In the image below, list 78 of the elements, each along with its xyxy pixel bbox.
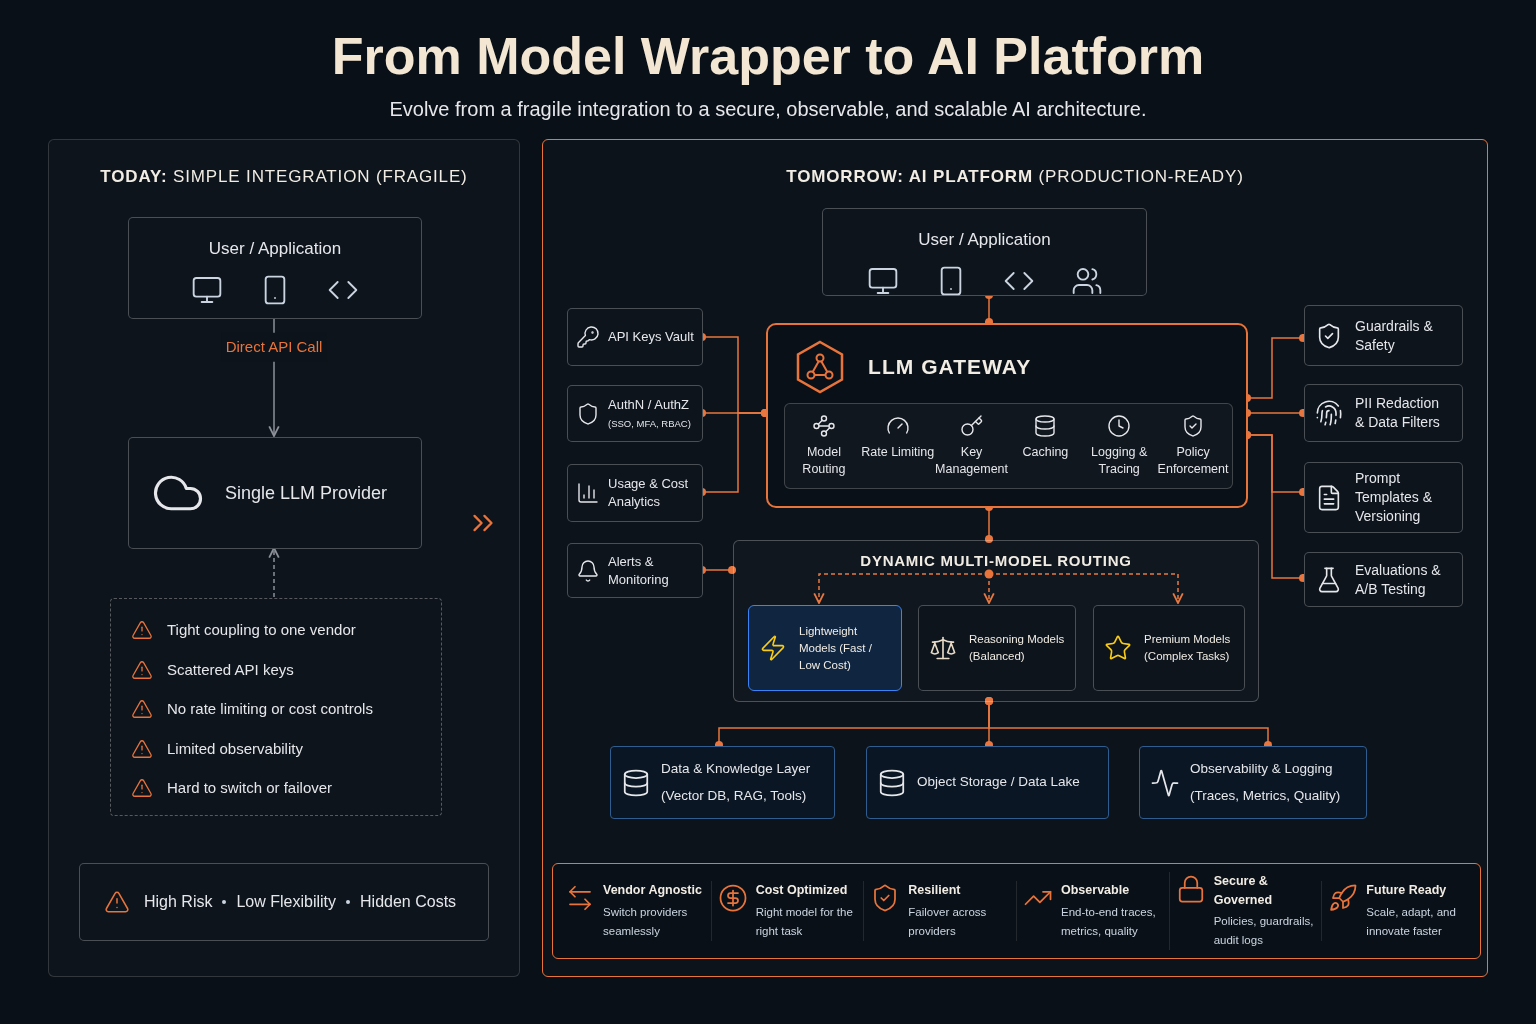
benefit-title: Vendor Agnostic xyxy=(603,882,703,900)
issue-text: Tight coupling to one vendor xyxy=(167,620,356,640)
card-subtitle: (Vector DB, RAG, Tools) xyxy=(661,786,808,805)
card xyxy=(1093,605,1245,691)
card xyxy=(1139,746,1367,819)
card-subtitle: (SSO, MFA, RBAC) xyxy=(608,416,691,431)
risk-text: Low Flexibility xyxy=(236,892,337,912)
card-title: Data & Knowledge Layer xyxy=(661,760,811,779)
feature-label: Policy Enforcement xyxy=(1156,444,1230,478)
benefit-title: Resilient xyxy=(908,882,962,900)
feature-label: Key Management xyxy=(934,444,1009,478)
card-title: Observability & Logging xyxy=(1190,760,1334,779)
card xyxy=(567,543,703,598)
card-title: User / Application xyxy=(208,238,342,260)
card-title: Prompt Templates & Versioning xyxy=(1355,469,1434,526)
panel-heading: DYNAMIC MULTI-MODEL ROUTING xyxy=(860,551,1132,571)
card-title: Premium Models (Complex Tasks) xyxy=(1144,632,1232,664)
card xyxy=(567,464,703,522)
feature-label: Model Routing xyxy=(801,444,847,478)
subtitle: Evolve from a fragile integration to a secure, observable, and scalable AI architecture. xyxy=(389,97,1147,122)
card-title: Evaluations & A/B Testing xyxy=(1355,560,1442,599)
benefits-bar xyxy=(552,863,1481,959)
card xyxy=(1304,384,1463,442)
benefit-text: Policies, guardrails, audit logs xyxy=(1213,914,1315,949)
panel xyxy=(542,139,1488,977)
benefit-text: Scale, adapt, and innovate faster xyxy=(1366,904,1457,939)
title: From Model Wrapper to AI Platform xyxy=(331,26,1205,86)
card xyxy=(1304,462,1463,533)
issue-text: Hard to switch or failover xyxy=(167,778,333,798)
benefit-title: Observable xyxy=(1061,882,1131,900)
card xyxy=(748,605,902,691)
card xyxy=(567,308,703,366)
card xyxy=(822,208,1147,296)
card-title: Single LLM Provider xyxy=(225,481,388,505)
risk-bar xyxy=(79,863,489,941)
dashed-arrow xyxy=(268,547,280,598)
issue-text: No rate limiting or cost controls xyxy=(167,699,373,719)
issue-text: Scattered API keys xyxy=(167,659,294,680)
issues-box xyxy=(110,598,442,816)
gateway-title: LLM GATEWAY xyxy=(868,354,1032,381)
benefit-text: End-to-end traces, metrics, quality xyxy=(1061,904,1157,939)
card-title: PII Redaction & Data Filters xyxy=(1355,394,1441,432)
card xyxy=(610,746,835,819)
card xyxy=(567,385,703,442)
card-title: Object Storage / Data Lake xyxy=(917,773,1080,792)
panel-heading: TOMORROW: AI PLATFORM (PRODUCTION-READY) xyxy=(786,166,1244,188)
card xyxy=(128,217,422,319)
card-title: API Keys Vault xyxy=(608,328,694,346)
card-title: AuthN / AuthZ xyxy=(608,395,690,414)
feature-strip xyxy=(784,403,1233,489)
issue-text: Limited observability xyxy=(167,738,303,759)
routing-box xyxy=(733,540,1259,702)
benefit-title: Future Ready xyxy=(1366,882,1448,900)
panel xyxy=(48,139,520,977)
card-subtitle: (Traces, Metrics, Quality) xyxy=(1190,786,1341,805)
benefit-text: Switch providers seamlessly xyxy=(603,904,689,939)
feature-label: Caching xyxy=(1022,444,1069,461)
provider-card xyxy=(128,437,422,549)
card-title: Usage & Cost Analytics xyxy=(608,475,690,511)
card-title: Reasoning Models (Balanced) xyxy=(969,632,1065,664)
benefit-title: Secure & Governed xyxy=(1213,872,1274,909)
risk-text: Hidden Costs xyxy=(360,892,457,912)
card xyxy=(1304,552,1463,607)
card-title: Guardrails & Safety xyxy=(1355,316,1434,355)
feature-label: Rate Limiting xyxy=(861,444,935,461)
card-title: Alerts & Monitoring xyxy=(608,552,670,589)
card xyxy=(1304,305,1463,366)
card xyxy=(918,605,1076,691)
benefit-title: Cost Optimized xyxy=(755,882,849,900)
panel-heading: TODAY: SIMPLE INTEGRATION (FRAGILE) xyxy=(100,166,468,188)
card-title: User / Application xyxy=(918,229,1051,251)
benefit-text: Right model for the right task xyxy=(755,904,854,939)
card-title: Lightweight Models (Fast / Low Cost) xyxy=(799,623,873,673)
benefit-text: Failover across providers xyxy=(908,904,988,939)
gateway-box xyxy=(766,323,1248,508)
feature-label: Logging & Tracing xyxy=(1090,444,1149,478)
card xyxy=(866,746,1109,819)
risk-text: High Risk xyxy=(144,892,213,912)
